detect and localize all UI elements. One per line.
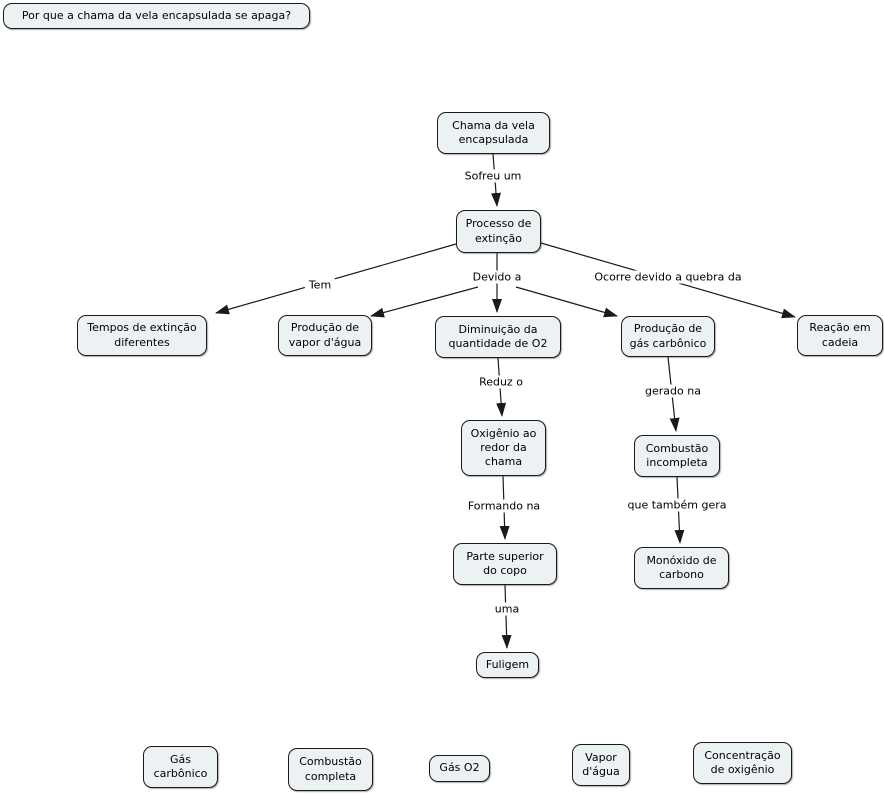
node-combustao-incompleta[interactable]: Combustão incompleta	[634, 435, 720, 477]
node-diminuicao-o2[interactable]: Diminuição da quantidade de O2	[435, 316, 561, 358]
node-gas-carbonico[interactable]: Gás carbônico	[143, 746, 218, 788]
node-combustao-completa[interactable]: Combustão completa	[288, 748, 373, 791]
node-tempos-extincao[interactable]: Tempos de extinção diferentes	[77, 315, 207, 356]
node-producao-gas-carbonico[interactable]: Produção de gás carbônico	[621, 316, 715, 357]
node-parte-superior[interactable]: Parte superior do copo	[453, 543, 557, 585]
node-monoxido-carbono[interactable]: Monóxido de carbono	[634, 547, 729, 589]
node-concentracao-oxigenio[interactable]: Concentração de oxigênio	[693, 742, 792, 784]
node-chama-da-vela[interactable]: Chama da vela encapsulada	[437, 112, 550, 154]
node-oxigenio-redor[interactable]: Oxigênio ao redor da chama	[461, 420, 546, 476]
edge-label-ocorre-devido[interactable]: Ocorre devido a quebra da	[590, 270, 746, 284]
edge-label-gerado-na[interactable]: gerado na	[641, 384, 705, 398]
edge-label-tem[interactable]: Tem	[304, 278, 336, 292]
node-processo-extincao[interactable]: Processo de extinção	[456, 210, 541, 253]
node-vapor-dagua[interactable]: Vapor d'água	[572, 744, 630, 786]
node-reacao-cadeia[interactable]: Reação em cadeia	[797, 315, 883, 356]
edge-label-devido-a[interactable]: Devido a	[468, 270, 526, 284]
node-producao-vapor[interactable]: Produção de vapor d'água	[278, 315, 372, 356]
edge-label-reduz-o[interactable]: Reduz o	[475, 375, 527, 389]
question-node[interactable]: Por que a chama da vela encapsulada se a…	[3, 3, 310, 29]
edge-label-uma[interactable]: uma	[490, 602, 524, 616]
edge-label-sofreu-um[interactable]: Sofreu um	[460, 169, 526, 183]
edge-label-que-tambem-gera[interactable]: que também gera	[623, 498, 731, 512]
node-fuligem[interactable]: Fuligem	[476, 652, 539, 678]
node-gas-o2[interactable]: Gás O2	[429, 755, 490, 782]
edge-label-formando-na[interactable]: Formando na	[463, 499, 545, 513]
